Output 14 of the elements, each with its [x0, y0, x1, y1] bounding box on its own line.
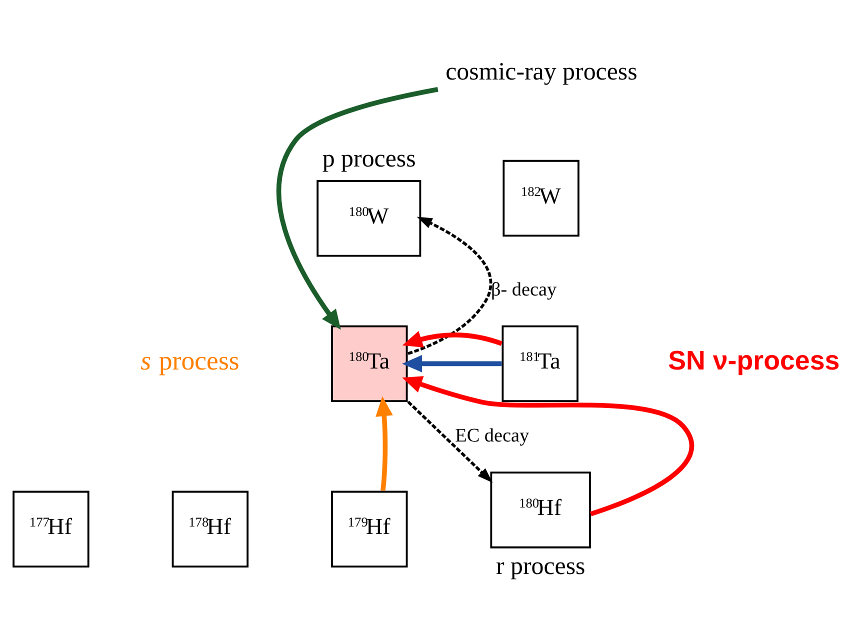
- node-label: p process: [322, 145, 416, 172]
- arrow: [402, 330, 502, 348]
- edge-label: β- decay: [490, 280, 557, 301]
- node-text: cosmic-ray process: [446, 58, 638, 86]
- arrow: [402, 355, 502, 372]
- edge-label: EC decay: [455, 425, 530, 446]
- label: SN ν-process: [668, 345, 840, 376]
- arrow: [376, 396, 393, 491]
- label: s process: [140, 345, 240, 376]
- arrow: [408, 216, 492, 355]
- arrow: [402, 376, 694, 516]
- node-label: r process: [496, 553, 586, 580]
- arrow: [276, 87, 438, 330]
- arrow: [407, 400, 493, 483]
